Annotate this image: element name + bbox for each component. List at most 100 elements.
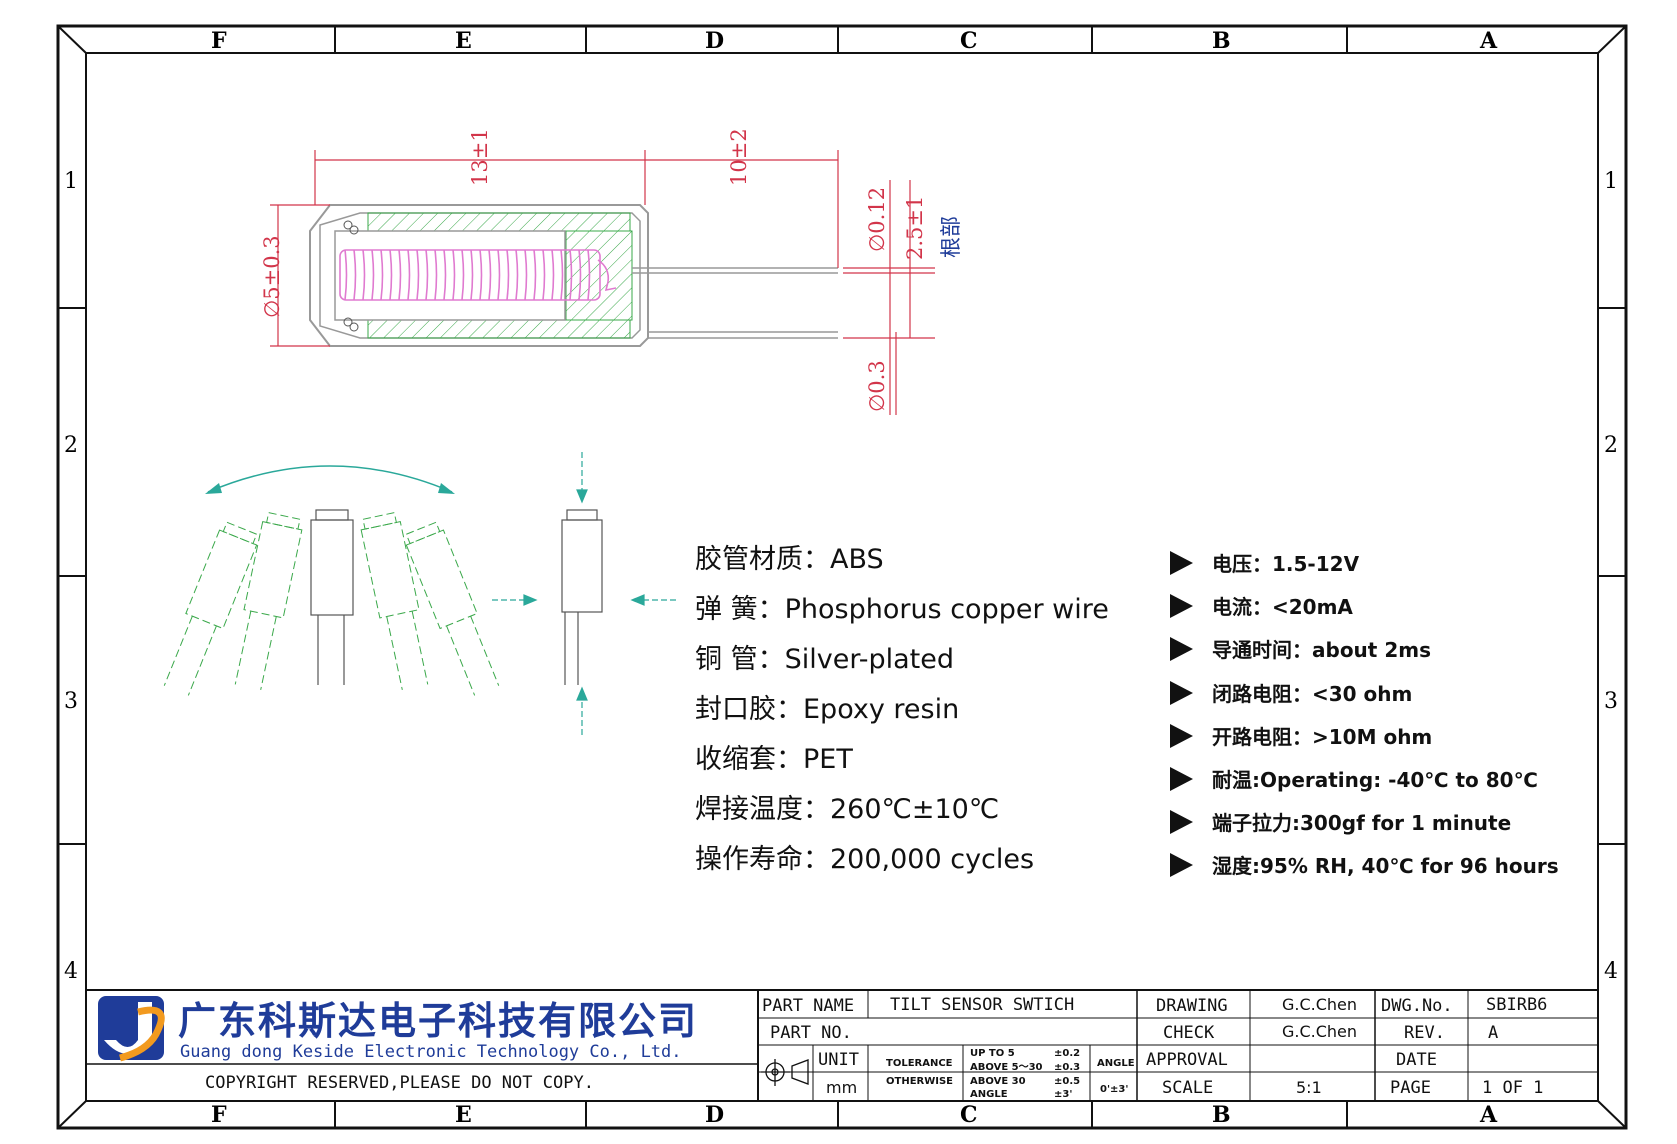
sensor-side-view (561, 509, 603, 685)
part-no-label: PART NO. (770, 1023, 852, 1043)
bullet-triangle-icon (1170, 637, 1193, 661)
tol-up-to-value: ±0.2 (1054, 1048, 1080, 1059)
material-row: 弹 簧：Phosphorus copper wire (695, 594, 1109, 625)
sheet-frame (56, 24, 1628, 1130)
zone-letter-a: A (1479, 28, 1498, 54)
zone-letter-c: C (960, 28, 978, 54)
zone-number-1-right: 1 (1604, 169, 1618, 194)
contact-ball (343, 317, 353, 327)
part-name-value: TILT SENSOR SWTICH (890, 995, 1074, 1015)
arrow-up-icon (576, 686, 588, 701)
company-name-cn: 广东科斯达电子科技有限公司 (178, 999, 698, 1043)
dwg-no-value: SBIRB6 (1486, 995, 1547, 1015)
materials-list: 胶管材质：ABS 弹 簧：Phosphorus copper wire 铜 管：… (695, 544, 1109, 875)
company-name-en: Guang dong Keside Electronic Technology … (180, 1042, 682, 1062)
page-label: PAGE (1390, 1078, 1431, 1098)
zone-letter-e-bottom: E (455, 1102, 472, 1128)
dim-lead-diameter: ∅0.3 (865, 360, 889, 412)
tilt-arc (207, 465, 453, 493)
tol-above-30-value: ±0.5 (1054, 1076, 1080, 1087)
zone-letter-d-bottom: D (705, 1102, 724, 1128)
top-wall-hatch (367, 212, 631, 232)
bullet-triangle-icon (1170, 681, 1193, 705)
rev-value: A (1488, 1023, 1498, 1043)
arrow-right-icon (523, 594, 538, 606)
dim-length-lead: 10±2 (727, 128, 751, 186)
spec-row: 闭路电阻：<30 ohm (1212, 682, 1412, 706)
unit-value: mm (826, 1078, 857, 1097)
rev-label: REV. (1404, 1023, 1445, 1043)
bullet-triangle-icon (1170, 853, 1193, 877)
sensor-upright (310, 509, 354, 685)
check-label: CHECK (1163, 1023, 1215, 1043)
material-row: 操作寿命：200,000 cycles (695, 844, 1034, 875)
bullet-triangle-icon (1170, 810, 1193, 834)
arrow-right-icon (438, 483, 455, 494)
spec-row: 开路电阻：>10M ohm (1212, 725, 1432, 749)
tol-above-5-30: ABOVE 5～30 (970, 1062, 1043, 1073)
sleeve-outline (309, 204, 649, 347)
projection-symbol-icon (761, 1059, 809, 1086)
arrow-down-icon (576, 489, 588, 504)
material-row: 收缩套：PET (695, 744, 853, 775)
zone-number-1: 1 (64, 169, 78, 194)
arrow-left-icon (630, 594, 645, 606)
tol-up-to: UP TO 5 (970, 1048, 1015, 1059)
zone-number-4: 4 (64, 959, 78, 984)
sensor-tilted-right-2 (405, 521, 500, 696)
tol-above-5-30-value: ±0.3 (1054, 1062, 1080, 1073)
specs-list: 电压：1.5-12V 电流：<20mA 导通时间：about 2ms 闭路电阻：… (1170, 551, 1559, 878)
material-row: 胶管材质：ABS (695, 544, 884, 575)
scale-value: 5:1 (1296, 1078, 1322, 1097)
bottom-wall-hatch (367, 319, 631, 339)
zone-letter-d: D (705, 28, 724, 54)
inner-tube (334, 230, 566, 321)
check-value: G.C.Chen (1282, 1022, 1357, 1041)
tolerance-label: TOLERANCE (886, 1058, 953, 1069)
zone-letter-e: E (455, 28, 472, 54)
sensor-tilted-left-1 (234, 512, 303, 690)
dim-root-label: 根部 (939, 216, 963, 258)
angle-label: ANGLE (1097, 1058, 1135, 1069)
approval-label: APPROVAL (1146, 1050, 1228, 1070)
dim-lead-spacing: 2.5±1 (903, 196, 927, 260)
zone-number-2-right: 2 (1604, 433, 1618, 458)
end-plug-hatch (565, 230, 633, 321)
otherwise-label: OTHERWISE (886, 1076, 953, 1087)
contact-ball (349, 225, 359, 235)
dim-length-body: 13±1 (468, 128, 492, 186)
spec-row: 电压：1.5-12V (1212, 552, 1360, 576)
tilt-illustration (163, 452, 676, 735)
scale-label: SCALE (1162, 1078, 1213, 1098)
zone-letter-f-bottom: F (211, 1102, 227, 1128)
bullet-triangle-icon (1170, 594, 1193, 618)
dwg-no-label: DWG.No. (1381, 996, 1453, 1016)
dimension-lines (270, 150, 935, 415)
part-name-label: PART NAME (762, 996, 854, 1016)
date-label: DATE (1396, 1050, 1437, 1070)
unit-label: UNIT (818, 1050, 859, 1070)
tol-above-30: ABOVE 30 (970, 1076, 1026, 1087)
bullet-triangle-icon (1170, 767, 1193, 791)
contact-ball (349, 322, 359, 332)
zone-numbers-right: 1 2 3 4 (1604, 169, 1618, 984)
zone-numbers-left: 1 2 3 4 (64, 169, 78, 984)
zone-number-3-right: 3 (1604, 689, 1618, 714)
zone-letter-c-bottom: C (960, 1102, 978, 1128)
dim-diameter-inner: ∅0.12 (865, 187, 889, 252)
force-arrows (492, 452, 676, 735)
contact-ball (343, 220, 353, 230)
title-block (86, 989, 1598, 1101)
spec-row: 耐温:Operating: -40℃ to 80℃ (1212, 768, 1538, 792)
zone-letter-b: B (1212, 28, 1231, 54)
spec-row: 端子拉力:300gf for 1 minute (1212, 811, 1511, 835)
spring-coil (339, 249, 617, 301)
company-logo (98, 996, 165, 1062)
sensor-section-view (309, 204, 838, 347)
zone-letter-a-bottom: A (1479, 1102, 1498, 1128)
dim-diameter-body: ∅5±0.3 (260, 235, 284, 318)
zone-number-2: 2 (64, 433, 78, 458)
spec-row: 湿度:95% RH, 40℃ for 96 hours (1212, 854, 1559, 878)
zone-letter-f: F (211, 28, 227, 54)
material-row: 焊接温度：260℃±10℃ (695, 794, 999, 825)
